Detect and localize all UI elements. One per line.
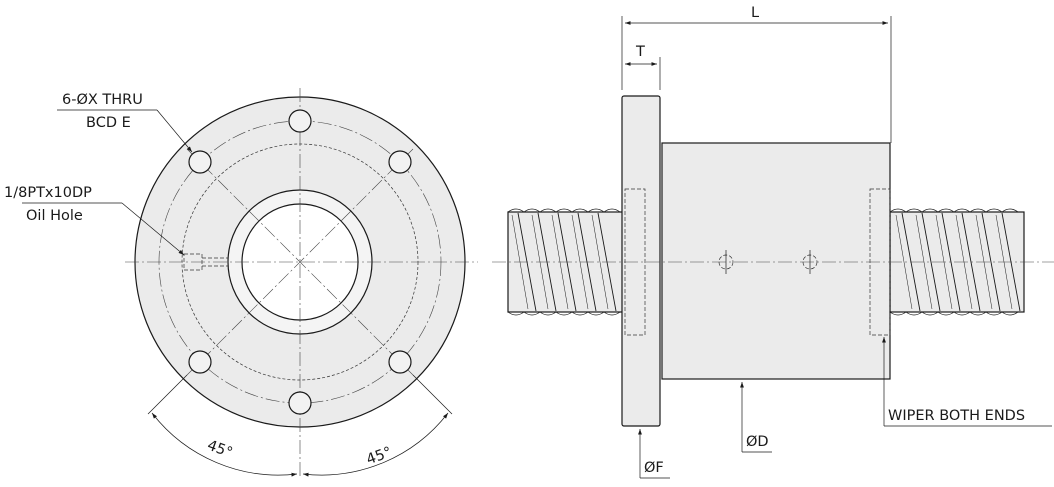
bolt-hole (388, 350, 412, 374)
length-label: L (751, 5, 759, 21)
flange-diameter-leader (638, 429, 670, 479)
holes-leader (57, 109, 193, 153)
bolt-hole (188, 350, 212, 374)
bolt-hole (288, 391, 312, 415)
front-view: 6-ØX THRU BCD E 1/8PTx10DP Oil Hole 45° … (4, 88, 478, 478)
oil-hole-label: Oil Hole (26, 208, 83, 224)
side-view: L T ØD ØF WIPER BOTH ENDS (492, 5, 1054, 479)
flange-side (621, 95, 661, 427)
nut-diameter-label: ØD (746, 434, 769, 450)
nut-diameter-leader (740, 382, 772, 453)
angle-right-label: 45° (364, 444, 394, 468)
front-center-diag-2 (186, 148, 414, 376)
oil-hole (183, 253, 228, 271)
angle-left-label: 45° (205, 438, 235, 462)
wiper-label: WIPER BOTH ENDS (888, 408, 1025, 424)
thickness-label: T (635, 44, 645, 60)
length-dimension (621, 16, 892, 143)
holes-spec-label: 6-ØX THRU (62, 92, 143, 108)
wiper-leader (882, 337, 1052, 427)
bolt-hole (288, 109, 312, 133)
angle-dimension (147, 374, 453, 477)
bolt-hole (388, 150, 412, 174)
thickness-dimension (625, 57, 661, 90)
nut-body (661, 142, 891, 380)
oil-leader (22, 202, 185, 256)
bcd-label: BCD E (86, 115, 131, 131)
oil-spec-label: 1/8PTx10DP (4, 185, 92, 201)
bolt-hole (188, 150, 212, 174)
flange-diameter-label: ØF (644, 460, 664, 476)
